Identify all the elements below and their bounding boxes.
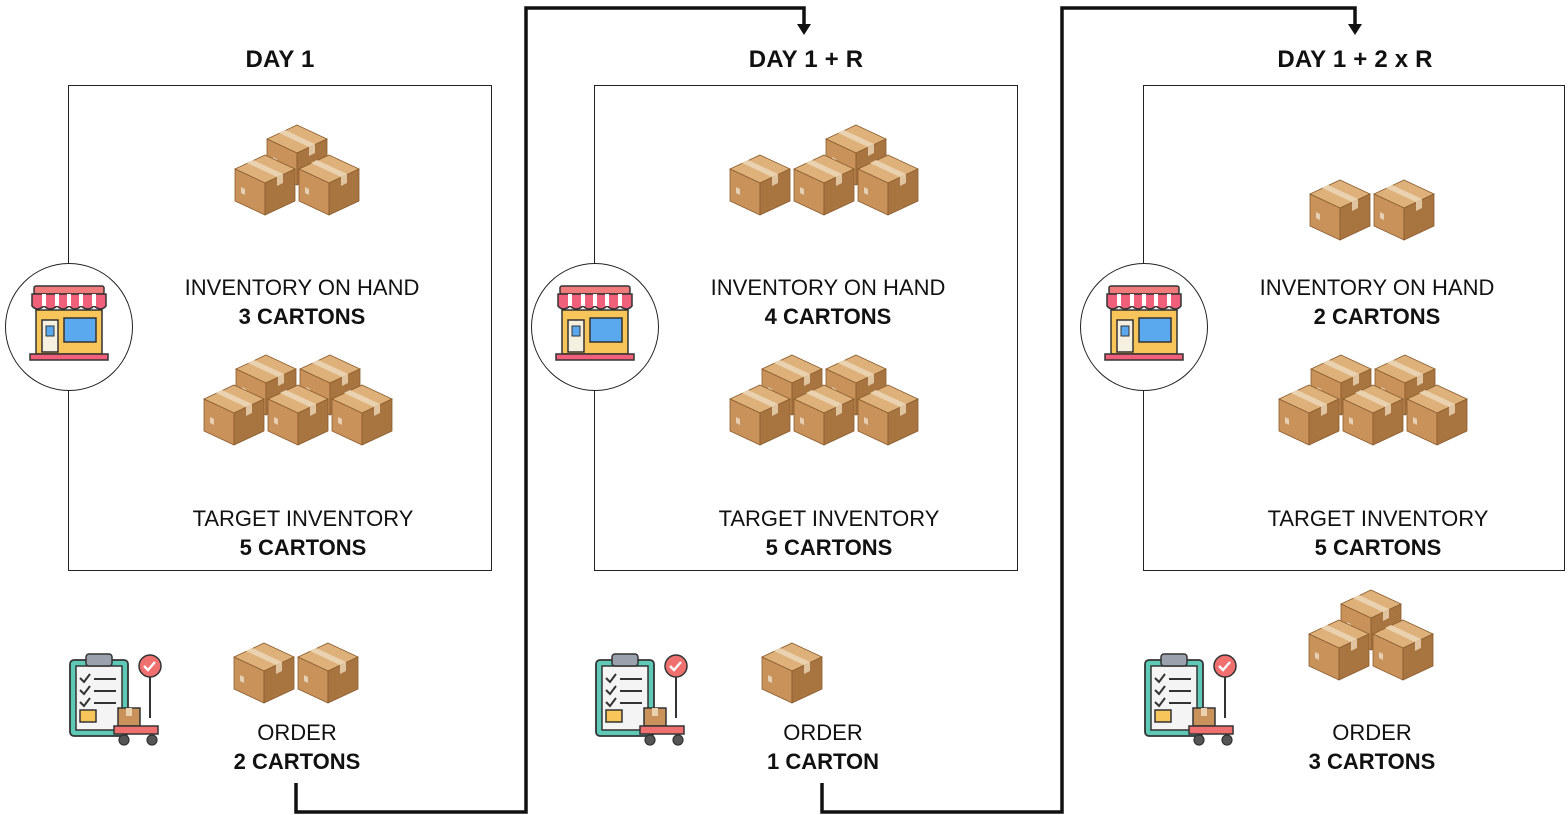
order-checklist-icon [594,652,694,753]
day-title: DAY 1 [245,46,315,73]
on-hand-label: INVENTORY ON HAND 4 CARTONS [658,273,998,331]
on-hand-caption: INVENTORY ON HAND [710,275,946,300]
target-label: TARGET INVENTORY 5 CARTONS [133,504,473,562]
carton-box-icon [298,154,360,216]
on-hand-value: 3 CARTONS [238,304,366,329]
on-hand-label: INVENTORY ON HAND 2 CARTONS [1207,273,1547,331]
target-value: 5 CARTONS [765,535,893,560]
target-label: TARGET INVENTORY 5 CARTONS [1208,504,1548,562]
carton-box-icon [266,124,328,186]
target-value: 5 CARTONS [1314,535,1442,560]
carton-box-icon [825,354,887,416]
carton-box-icon [1309,179,1371,241]
order-value: 3 CARTONS [1308,749,1436,774]
store-icon-circle [531,263,659,391]
on-hand-caption: INVENTORY ON HAND [1259,275,1495,300]
carton-box-icon [1406,384,1468,446]
carton-box-icon [233,642,295,704]
panel-day-1-plus-r: DAY 1 + R INVENTORY ON HAND 4 CARTONS TA… [526,0,1046,815]
order-value: 1 CARTON [766,749,880,774]
target-caption: TARGET INVENTORY [718,506,940,531]
order-caption: ORDER [783,720,863,745]
carton-box-icon [857,154,919,216]
carton-box-icon [1308,619,1370,681]
panel-day-1-plus-2r: DAY 1 + 2 x R INVENTORY ON HAND 2 CARTON… [1075,0,1568,815]
carton-box-icon [331,384,393,446]
carton-box-icon [234,154,296,216]
carton-box-icon [793,154,855,216]
target-caption: TARGET INVENTORY [1267,506,1489,531]
carton-box-icon [203,384,265,446]
carton-box-icon [729,154,791,216]
carton-box-icon [1278,384,1340,446]
order-label: ORDER 1 CARTON [653,718,993,776]
on-hand-label: INVENTORY ON HAND 3 CARTONS [132,273,472,331]
store-icon [29,285,109,361]
carton-box-icon [1372,619,1434,681]
carton-box-icon [761,642,823,704]
store-icon-circle [5,263,133,391]
target-value: 5 CARTONS [239,535,367,560]
inventory-frame [1143,85,1565,571]
panel-day-1: DAY 1 INVENTORY ON HAND 3 CARTONS TARGET… [0,0,520,815]
target-caption: TARGET INVENTORY [192,506,414,531]
order-caption: ORDER [257,720,337,745]
day-title: DAY 1 + R [748,46,864,73]
order-label: ORDER 2 CARTONS [127,718,467,776]
store-icon [555,285,635,361]
day-title: DAY 1 + 2 x R [1277,46,1433,73]
order-checklist-icon [68,652,168,753]
order-value: 2 CARTONS [233,749,361,774]
order-label: ORDER 3 CARTONS [1202,718,1542,776]
on-hand-caption: INVENTORY ON HAND [184,275,420,300]
carton-box-icon [1342,384,1404,446]
carton-box-icon [729,384,791,446]
carton-box-icon [1373,179,1435,241]
carton-box-icon [793,384,855,446]
on-hand-value: 2 CARTONS [1313,304,1441,329]
order-caption: ORDER [1332,720,1412,745]
carton-box-icon [857,384,919,446]
on-hand-value: 4 CARTONS [764,304,892,329]
store-icon-circle [1080,263,1208,391]
carton-box-icon [297,642,359,704]
target-label: TARGET INVENTORY 5 CARTONS [659,504,999,562]
carton-box-icon [267,384,329,446]
store-icon [1104,285,1184,361]
order-checklist-icon [1143,652,1243,753]
